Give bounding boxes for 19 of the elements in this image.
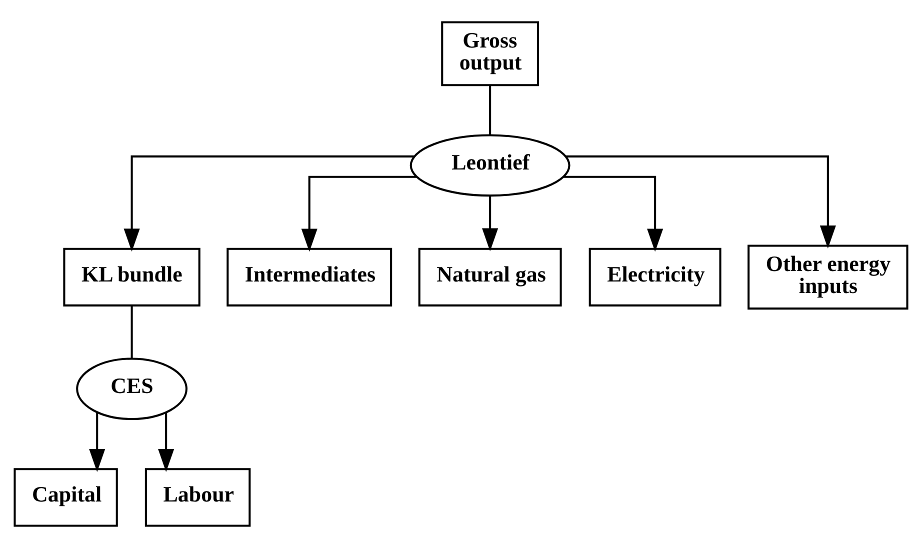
node-box: KL bundle [63, 247, 200, 306]
node-box: Labour [144, 468, 251, 526]
node-box: Other energy inputs [748, 244, 908, 310]
connector [489, 84, 492, 134]
node-ellipse: Leontief [410, 134, 570, 196]
arrow [482, 195, 498, 251]
arrow [124, 154, 415, 252]
node-box: Natural gas [418, 247, 562, 306]
node-box: Electricity [588, 247, 722, 306]
connector [130, 305, 133, 358]
arrow [158, 412, 174, 472]
arrow [89, 412, 106, 472]
node-box: Gross output [441, 20, 540, 86]
node-ellipse: CES [76, 357, 188, 420]
node-box: Intermediates [226, 247, 392, 306]
arrow [563, 175, 664, 252]
arrow [301, 175, 418, 252]
node-box: Capital [14, 468, 118, 526]
arrow [565, 154, 836, 248]
